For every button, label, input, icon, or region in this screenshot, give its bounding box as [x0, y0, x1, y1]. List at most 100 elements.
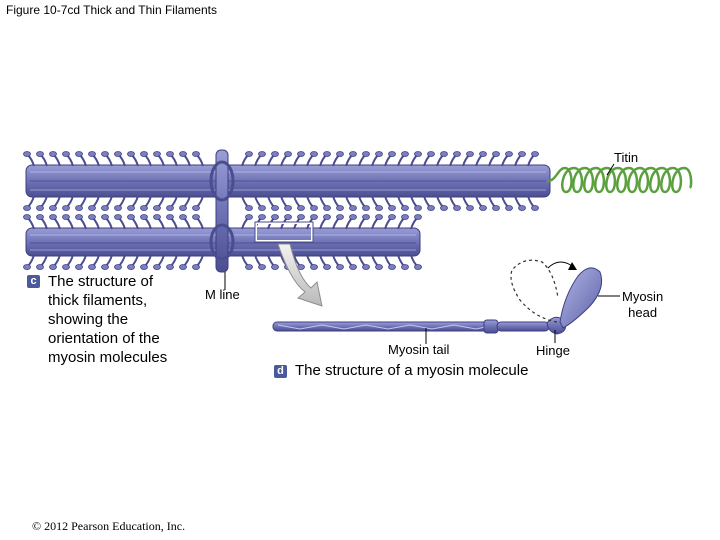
copyright-notice: © 2012 Pearson Education, Inc. [32, 519, 186, 533]
myosin-head-tip [492, 151, 500, 157]
myosin-head-tip [258, 151, 266, 157]
myosin-head-tip [153, 264, 161, 270]
myosin-head-tip [349, 264, 357, 270]
myosin-head-tip [88, 214, 96, 220]
myosin-head-tip [49, 214, 57, 220]
myosin-head-label: Myosin head [622, 289, 664, 320]
myosin-head-tip [88, 151, 96, 157]
m-line [209, 149, 235, 290]
myosin-heads-upper [23, 151, 539, 211]
myosin-head-tip [362, 264, 370, 270]
myosin-head-tip [75, 264, 83, 270]
myosin-head-tip [310, 205, 318, 211]
myosin-head-tip [518, 205, 526, 211]
myosin-head-tip [166, 151, 174, 157]
myosin-head-tip [127, 264, 135, 270]
myosin-head-tip [127, 214, 135, 220]
myosin-head-tip [323, 205, 331, 211]
myosin-head-tip [505, 151, 513, 157]
myosin-head-tip [453, 205, 461, 211]
myosin-head-tip [310, 151, 318, 157]
myosin-head-tip [349, 205, 357, 211]
caption-c-text: The structure of thick filaments, showin… [48, 273, 168, 366]
myosin-head-tip [75, 205, 83, 211]
myosin-head-tip [271, 264, 279, 270]
myosin-head-tip [336, 205, 344, 211]
myosin-head-tip [166, 214, 174, 220]
caption-c-badge: c [27, 275, 40, 288]
zoom-arrow [277, 243, 323, 307]
caption-d-text: The structure of a myosin molecule [295, 362, 529, 379]
myosin-head-tip [192, 264, 200, 270]
myosin-head-tip [336, 151, 344, 157]
myosin-head-tip [179, 151, 187, 157]
myosin-head-tip [505, 205, 513, 211]
myosin-head-tip [192, 205, 200, 211]
myosin-head-tip [153, 205, 161, 211]
myosin-head-tip [440, 151, 448, 157]
myosin-head-tip [179, 214, 187, 220]
myosin-head-tip [140, 205, 148, 211]
myosin-head-tip [62, 264, 70, 270]
myosin-head-tip [192, 214, 200, 220]
myosin-head-tip [179, 205, 187, 211]
myosin-head-tip [75, 214, 83, 220]
myosin-head-tip [479, 205, 487, 211]
myosin-head-tip [23, 264, 31, 270]
myosin-head-tip [414, 214, 422, 220]
myosin-head-tip [492, 205, 500, 211]
myosin-head-tip [297, 264, 305, 270]
myosin-head-tip [127, 151, 135, 157]
myosin-head-tip [101, 264, 109, 270]
myosin-head-tip [271, 151, 279, 157]
myosin-head-tip [414, 264, 422, 270]
myosin-head-tip [531, 205, 539, 211]
myosin-head-tip [140, 264, 148, 270]
myosin-head-tip [271, 205, 279, 211]
myosin-head-tip [323, 214, 331, 220]
myosin-head-tip [349, 151, 357, 157]
myosin-molecule [272, 259, 603, 335]
myosin-head-tip [518, 151, 526, 157]
myosin-head-tip [362, 214, 370, 220]
myosin-head-tip [127, 205, 135, 211]
myosin-head-tip [466, 205, 474, 211]
myosin-head-tip [258, 264, 266, 270]
myosin-head-tip [62, 214, 70, 220]
myosin-head-tip [297, 151, 305, 157]
myosin-head-tip [388, 214, 396, 220]
myosin-head-tip [23, 214, 31, 220]
myosin-head-tip [310, 214, 318, 220]
myosin-head-tip [375, 205, 383, 211]
hinge-label: Hinge [536, 343, 570, 358]
myosin-head-tip [49, 264, 57, 270]
myosin-head-tip [36, 151, 44, 157]
myosin-head-tip [388, 205, 396, 211]
myosin-head-tip [114, 214, 122, 220]
myosin-head-tip [36, 264, 44, 270]
titin-spring [547, 166, 693, 194]
myosin-head-tip [166, 264, 174, 270]
myosin-head-tip [271, 214, 279, 220]
myosin-head-tip [23, 151, 31, 157]
myosin-head-tip [310, 264, 318, 270]
myosin-head-tip [49, 151, 57, 157]
myosin-head-tip [284, 151, 292, 157]
myosin-head-tip [245, 214, 253, 220]
myosin-head-tip [362, 205, 370, 211]
myosin-head-tip [88, 264, 96, 270]
myosin-head-tip [101, 214, 109, 220]
myosin-head-tip [297, 205, 305, 211]
myosin-head-tip [362, 151, 370, 157]
myosin-head-tip [114, 264, 122, 270]
myosin-head-tip [414, 205, 422, 211]
thick-filament-upper [23, 151, 551, 211]
myosin-head-tip [140, 151, 148, 157]
caption-c: c The structure of thick filaments, show… [27, 272, 210, 367]
myosin-head-tip [62, 151, 70, 157]
myosin-head-tip [153, 214, 161, 220]
myosin-head-tip [245, 264, 253, 270]
myosin-head-tip [440, 205, 448, 211]
